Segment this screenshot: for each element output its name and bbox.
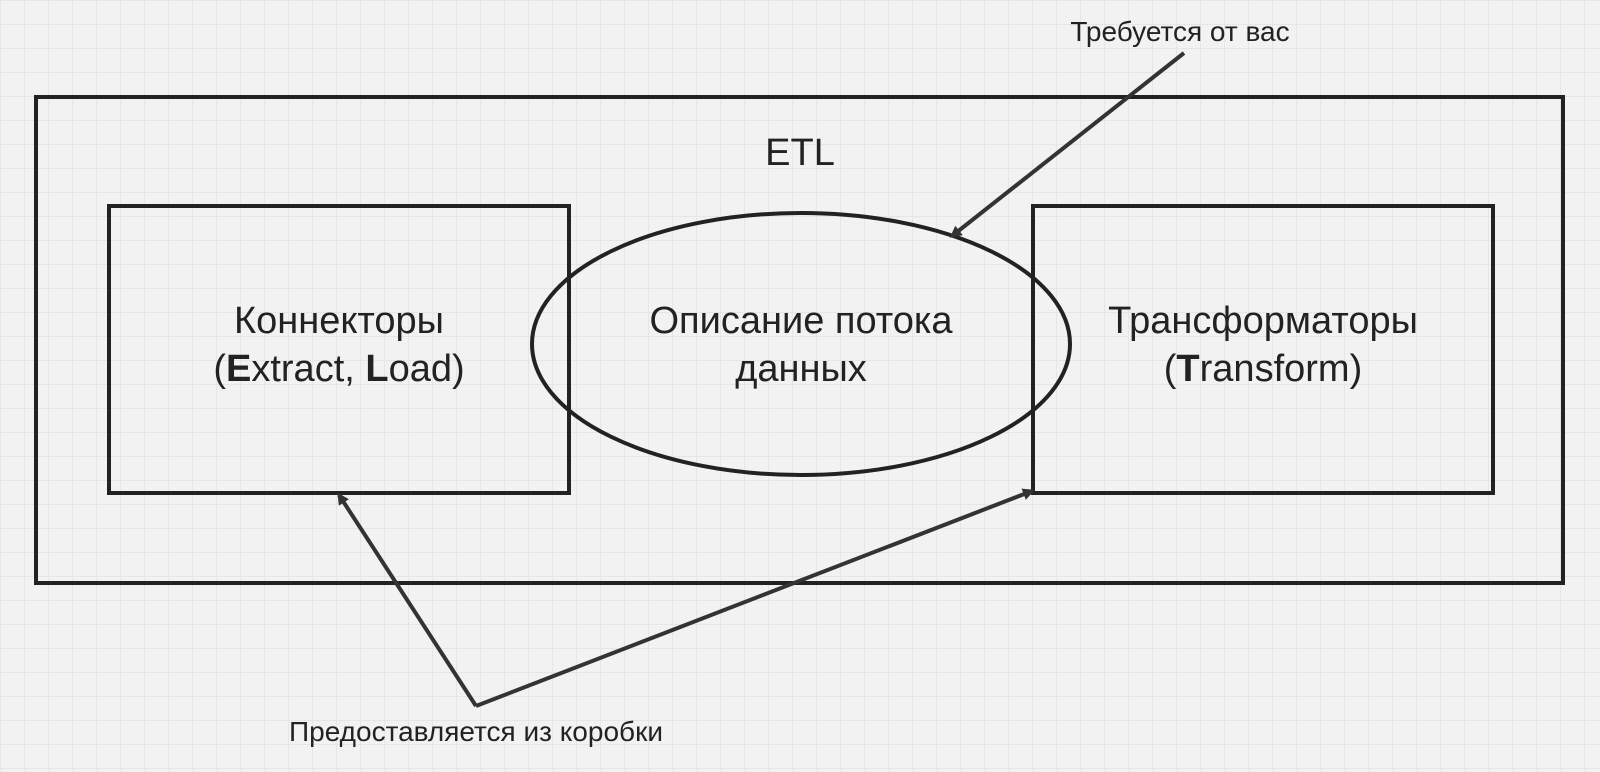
load-rest: oad) — [388, 347, 465, 390]
annotation-provided-text: Предоставляется из коробки — [289, 716, 663, 747]
dataflow-label: Описание потока данных — [581, 298, 1021, 393]
annotation-required: Требуется от вас — [1015, 14, 1345, 49]
transform-initial: T — [1176, 347, 1200, 390]
transformers-label: Трансформаторы (Transform) — [1063, 298, 1463, 393]
connectors-subtitle: (Extract, Load) — [139, 346, 539, 394]
transformers-open-paren: ( — [1163, 347, 1177, 390]
transformers-title: Трансформаторы — [1108, 300, 1418, 342]
transformers-subtitle: (Transform) — [1063, 346, 1463, 394]
required-arrow — [949, 51, 1186, 238]
annotation-required-text: Требуется от вас — [1070, 16, 1290, 47]
etl-title: ETL — [740, 130, 860, 178]
load-initial: L — [365, 347, 389, 390]
provided-arrow-connectors — [337, 492, 478, 708]
dataflow-ellipse — [530, 211, 1072, 477]
connectors-title: Коннекторы — [234, 300, 444, 342]
extract-initial: E — [225, 347, 252, 390]
etl-title-text: ETL — [765, 132, 835, 174]
transformers-box — [1031, 204, 1495, 495]
annotation-provided: Предоставляется из коробки — [226, 714, 726, 749]
dataflow-subtitle: данных — [735, 347, 867, 390]
connectors-label: Коннекторы (Extract, Load) — [139, 298, 539, 393]
dataflow-title: Описание потока — [649, 300, 953, 342]
provided-arrow-transformers — [475, 488, 1035, 708]
extract-rest: xtract, — [251, 347, 366, 390]
connectors-open-paren: ( — [213, 347, 226, 390]
transform-rest: ransform) — [1199, 347, 1363, 390]
